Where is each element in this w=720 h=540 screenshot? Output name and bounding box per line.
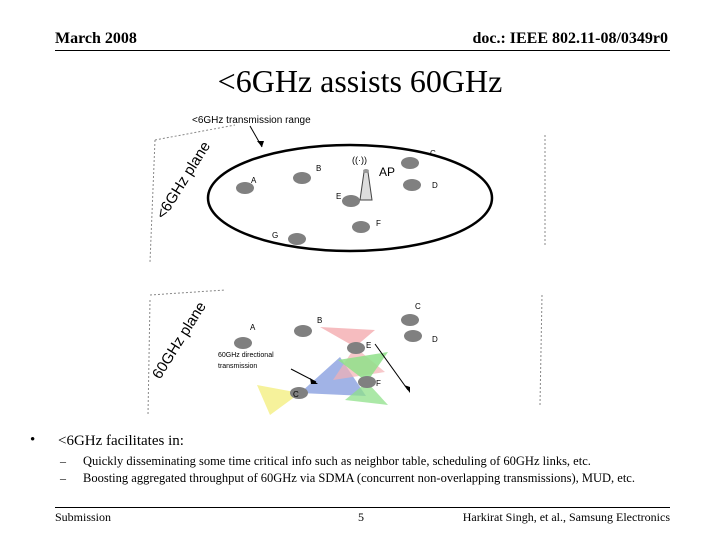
directional-label-1: 60GHz directional [218,352,274,359]
range-pointer-head [257,141,264,147]
header-doc-id: doc.: IEEE 802.11-08/0349r0 [472,30,668,47]
bottom-node-a: A [234,323,256,349]
range-label: <6GHz transmission range [192,115,311,126]
svg-text:A: A [251,176,257,185]
bottom-node-c: C [401,302,421,326]
svg-text:D: D [432,335,438,344]
bottom-node-e: E [347,341,371,354]
top-node-d: D [403,179,438,191]
sector-yellow [257,385,300,415]
slide-title: <6GHz assists 60GHz [217,63,503,99]
bottom-node-d: D [404,330,438,344]
svg-text:A: A [250,323,256,332]
footer-submission: Submission [55,510,112,524]
top-plane-edge-top [154,124,236,141]
bottom-plane-label: 60GHz plane [149,299,210,382]
ap-signal-icon: ((·)) [352,155,367,165]
footer-rule [55,507,670,508]
directional-label-2: transmission [218,363,257,370]
top-node-a: A [236,176,257,194]
top-node-g: G [272,231,306,245]
bottom-plane-edge-right [539,294,543,406]
svg-text:E: E [366,341,371,350]
bottom-node-c2: C [290,387,308,399]
top-plane-label: <6GHz plane [153,138,214,222]
svg-text:C: C [293,390,299,399]
svg-text:F: F [376,379,381,388]
sector-blue [300,357,366,396]
sector-green [338,352,388,382]
top-node-b: B [293,164,321,184]
ap-tower-icon [359,169,373,201]
bottom-plane-edge-top [149,289,226,296]
sector-red [320,327,375,347]
arrowhead [404,385,410,393]
bullet-main: <6GHz facilitates in: [58,433,184,449]
svg-text:B: B [316,164,321,173]
top-node-c: C [401,149,436,169]
footer-author: Harkirat Singh, et al., Samsung Electron… [462,510,670,524]
top-plane-edge-left [149,139,156,263]
svg-text:B: B [317,316,322,325]
sub-dash-2: – [60,471,66,485]
header-rule [55,50,670,51]
bottom-node-b: B [294,316,322,337]
svg-text:G: G [272,231,278,240]
top-node-e: E [336,192,360,207]
ap-label: AP [379,165,395,179]
svg-text:C: C [415,302,421,311]
sub-dash-1: – [60,454,66,468]
bottom-node-f: F [358,376,381,388]
sector-green-lower [345,382,388,405]
top-node-f: F [352,219,381,233]
sub-bullet-2: Boosting aggregated throughput of 60GHz … [83,471,635,485]
bullet-marker: • [30,432,36,448]
header-date: March 2008 [55,30,137,47]
transmission-range-ellipse [206,143,494,253]
arrow-e-to-f-right [374,343,409,391]
sub-bullet-1: Quickly disseminating some time critical… [83,454,591,468]
directional-pointer-head [310,378,318,384]
svg-text:D: D [432,181,438,190]
svg-text:F: F [376,219,381,228]
svg-text:E: E [336,192,341,201]
diagram: <6GHz transmission range <6GHz plane ((·… [147,115,546,416]
footer-page-number: 5 [358,510,364,524]
bottom-plane-edge-left [147,299,151,416]
svg-text:C: C [430,149,436,158]
